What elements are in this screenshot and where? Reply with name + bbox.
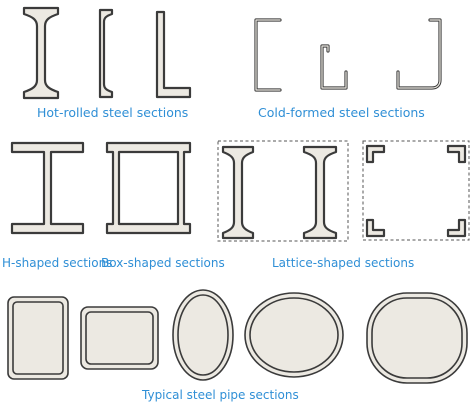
lattice-angle-top-right	[446, 144, 467, 164]
h-box-group	[10, 141, 192, 235]
label-h-shaped: H-shaped sections	[2, 256, 113, 270]
pipe-oval-vertical	[172, 289, 234, 381]
lattice-dashed-outline-left	[217, 140, 349, 242]
cold-formed-group	[254, 18, 442, 92]
lattice-angle-top-left	[365, 144, 386, 164]
pipe-rounded-square	[366, 292, 468, 384]
h-shaped-section	[10, 141, 85, 235]
pipe-group	[7, 289, 468, 384]
lattice-angle-bottom-right	[446, 218, 467, 238]
lattice-i-beam-right	[302, 145, 338, 240]
hot-rolled-channel	[98, 8, 114, 99]
hot-rolled-angle	[155, 10, 192, 99]
label-pipe: Typical steel pipe sections	[142, 388, 299, 402]
label-lattice-shaped: Lattice-shaped sections	[272, 256, 415, 270]
lattice-angle-corners	[365, 144, 467, 238]
lattice-angle-bottom-left	[365, 218, 386, 238]
lattice-i-beam-left	[221, 145, 255, 240]
label-cold-formed: Cold-formed steel sections	[258, 105, 425, 120]
hot-rolled-group	[22, 6, 192, 100]
pipe-oval-horizontal	[244, 292, 344, 378]
lattice-dashed-outline-right	[362, 140, 470, 241]
cold-formed-z-section	[396, 18, 442, 90]
box-shaped-section	[105, 141, 192, 235]
hot-rolled-i-beam	[22, 6, 60, 100]
pipe-rectangular-tall	[7, 296, 69, 380]
cold-formed-lipped-channel	[320, 44, 348, 90]
lattice-group	[217, 140, 470, 242]
label-box-shaped: Box-shaped sections	[101, 256, 225, 270]
label-hot-rolled: Hot-rolled steel sections	[37, 105, 189, 120]
cold-formed-channel-large	[254, 18, 282, 92]
pipe-square	[80, 306, 159, 370]
